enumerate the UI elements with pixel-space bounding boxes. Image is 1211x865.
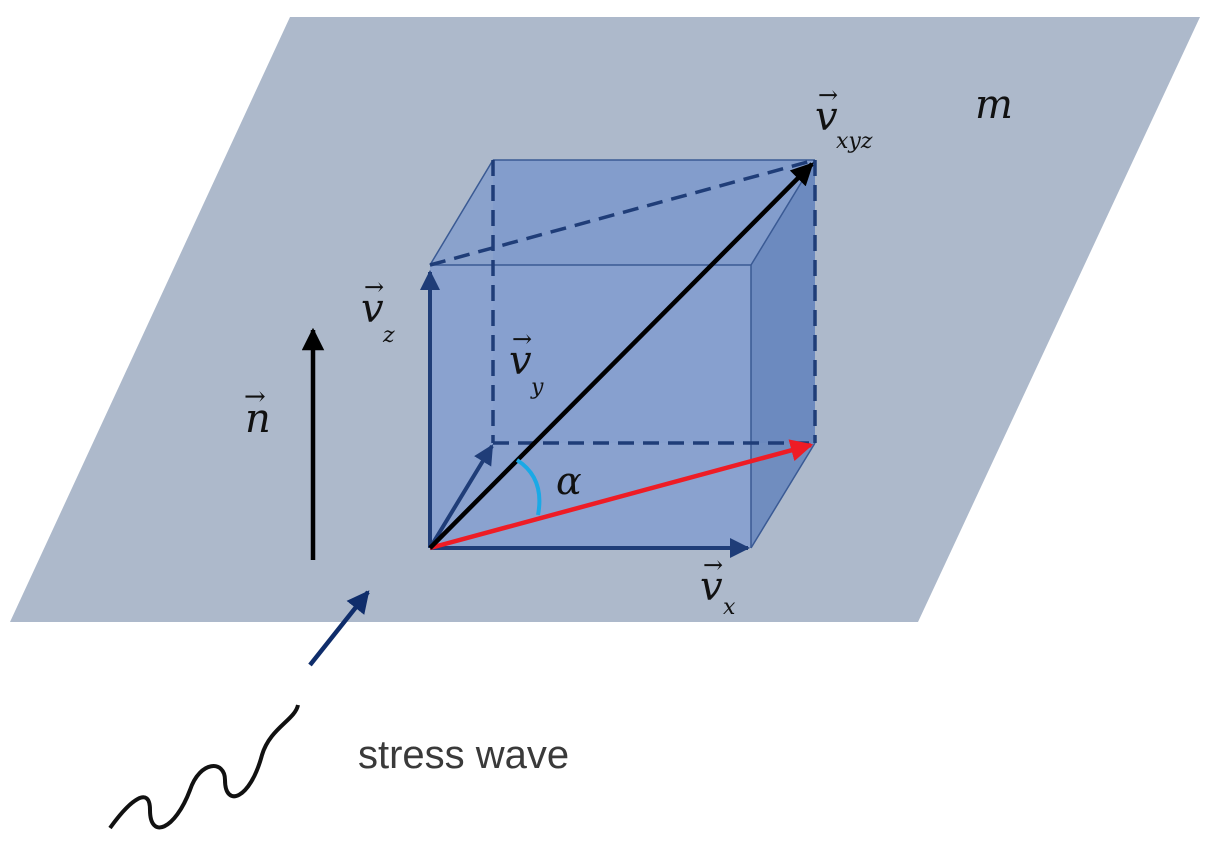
vy-arrow bbox=[428, 444, 494, 550]
svg-text:v: v bbox=[700, 564, 723, 610]
cube-edge bbox=[429, 159, 494, 266]
vz-label: → v z bbox=[361, 273, 395, 348]
vector-hat-icon: → bbox=[818, 81, 838, 109]
dashed-edge bbox=[429, 158, 816, 267]
svg-text:v: v bbox=[509, 338, 532, 384]
angle-arc bbox=[515, 458, 542, 516]
vector-hat-icon: → bbox=[512, 325, 532, 353]
vy-label: → v y bbox=[509, 325, 544, 400]
cube bbox=[428, 158, 817, 549]
svg-text:z: z bbox=[382, 323, 395, 348]
vxyz-label: → v xyz bbox=[815, 81, 873, 154]
svg-text:v: v bbox=[815, 94, 838, 140]
svg-text:xyz: xyz bbox=[836, 129, 873, 154]
stress-wave-label: stress wave bbox=[358, 733, 569, 777]
svg-text:n: n bbox=[245, 396, 271, 442]
svg-text:v: v bbox=[361, 286, 384, 332]
wave-arrow bbox=[308, 590, 370, 667]
vector-hat-icon: → bbox=[364, 273, 384, 301]
wave-squiggle bbox=[108, 704, 300, 830]
vector-hat-icon: → bbox=[703, 551, 723, 579]
svg-text:x: x bbox=[723, 595, 736, 620]
angle-label: α bbox=[556, 459, 582, 503]
vxyz-arrow bbox=[428, 162, 814, 550]
normal-label: → n bbox=[244, 382, 271, 442]
svg-text:y: y bbox=[530, 375, 544, 400]
vector-hat-icon: → bbox=[244, 382, 266, 412]
plane-label: m bbox=[975, 82, 1013, 128]
vx-label: → v x bbox=[700, 551, 736, 620]
projection-arrow bbox=[429, 439, 814, 551]
cube-front-face bbox=[430, 265, 751, 548]
cube-top-face bbox=[430, 160, 815, 265]
